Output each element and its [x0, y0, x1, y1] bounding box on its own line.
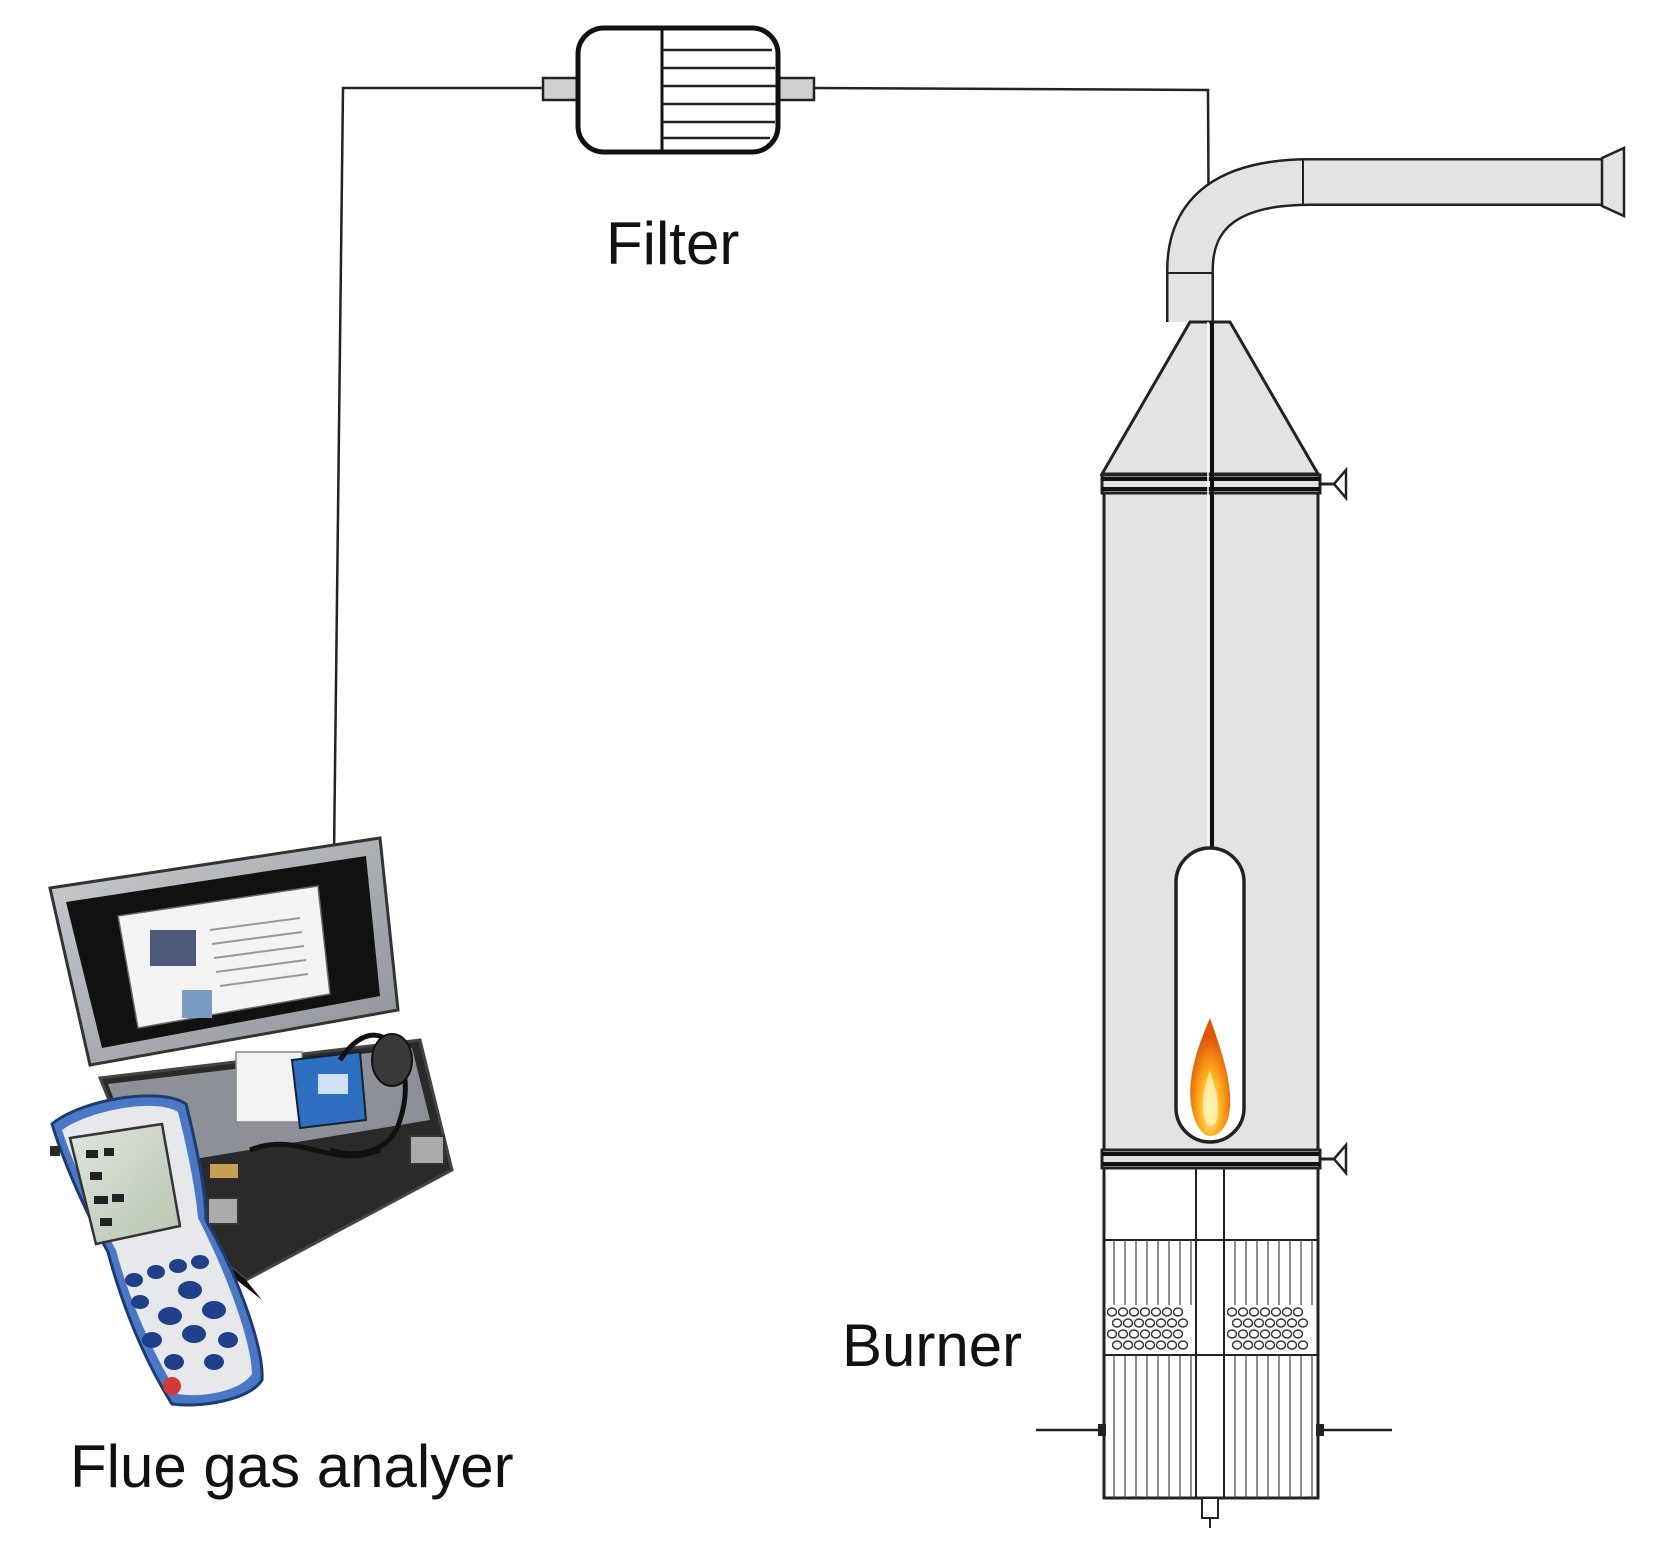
analyzer-handheld: [50, 1094, 264, 1407]
power-button-icon: [163, 1377, 181, 1395]
flue-gas-analyzer: [48, 836, 454, 1407]
exhaust-outlet: [1600, 146, 1626, 218]
filter-icon: [541, 25, 816, 155]
analyzer-label: Flue gas analyer: [70, 1433, 514, 1500]
burner-label: Burner: [842, 1312, 1023, 1379]
burner-assembly: [1036, 146, 1626, 1528]
handheld-screen: [68, 1122, 182, 1246]
sampling-line: [331, 86, 1214, 941]
handheld-keypad: [125, 1255, 238, 1370]
filter-label: Filter: [606, 210, 740, 277]
